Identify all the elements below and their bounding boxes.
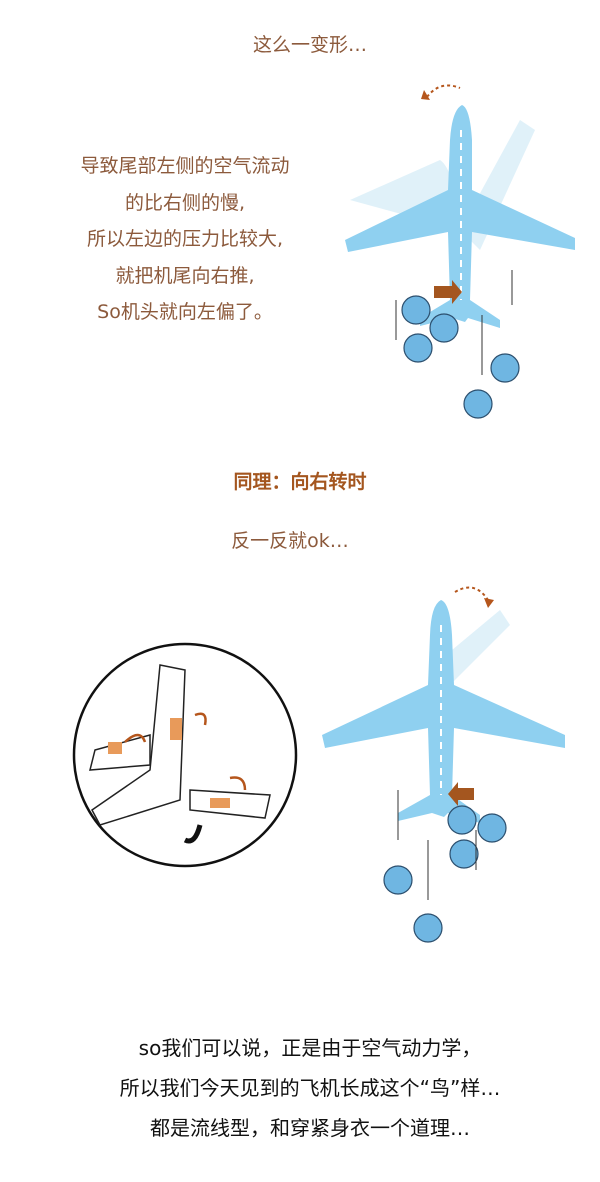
push-arrow-icon xyxy=(448,782,474,806)
plane-left-turn-illustration xyxy=(345,84,575,419)
air-particles-icon xyxy=(383,805,507,943)
rotate-arrow-icon xyxy=(426,84,461,98)
tail-closeup-inset xyxy=(72,642,298,868)
explanation-line: 就把机尾向右推, xyxy=(115,264,255,287)
section-heading-right-turn: 同理：向右转时 xyxy=(233,471,367,493)
explanation-line: 的比右侧的慢, xyxy=(124,191,246,214)
plane-icon xyxy=(345,105,575,328)
caption-deform: 这么一变形… xyxy=(252,34,367,56)
explanation-line: 导致尾部左侧的空气流动 xyxy=(80,155,290,177)
plane-icon xyxy=(322,600,565,823)
caption-reverse: 反一反就ok… xyxy=(231,530,349,552)
explanation-line: So机头就向左偏了。 xyxy=(97,301,273,323)
explanation-line: 所以左边的压力比较大, xyxy=(86,228,284,250)
rotate-arrow-icon xyxy=(454,586,489,601)
air-particles-icon xyxy=(401,295,520,419)
conclusion-text: so我们可以说，正是由于空气动力学， 所以我们今天见到的飞机长成这个“鸟”样… … xyxy=(0,1028,600,1148)
rotate-arrow-icon xyxy=(194,712,207,726)
conclusion-line: so我们可以说，正是由于空气动力学， xyxy=(138,1036,482,1060)
push-arrow-icon xyxy=(434,280,462,304)
conclusion-line: 所以我们今天见到的飞机长成这个“鸟”样… xyxy=(119,1076,501,1100)
conclusion-line: 都是流线型，和穿紧身衣一个道理… xyxy=(150,1116,470,1140)
plane-right-turn-illustration xyxy=(72,586,565,943)
explanation-text: 导致尾部左侧的空气流动 的比右侧的慢, 所以左边的压力比较大, 就把机尾向右推,… xyxy=(40,148,330,331)
